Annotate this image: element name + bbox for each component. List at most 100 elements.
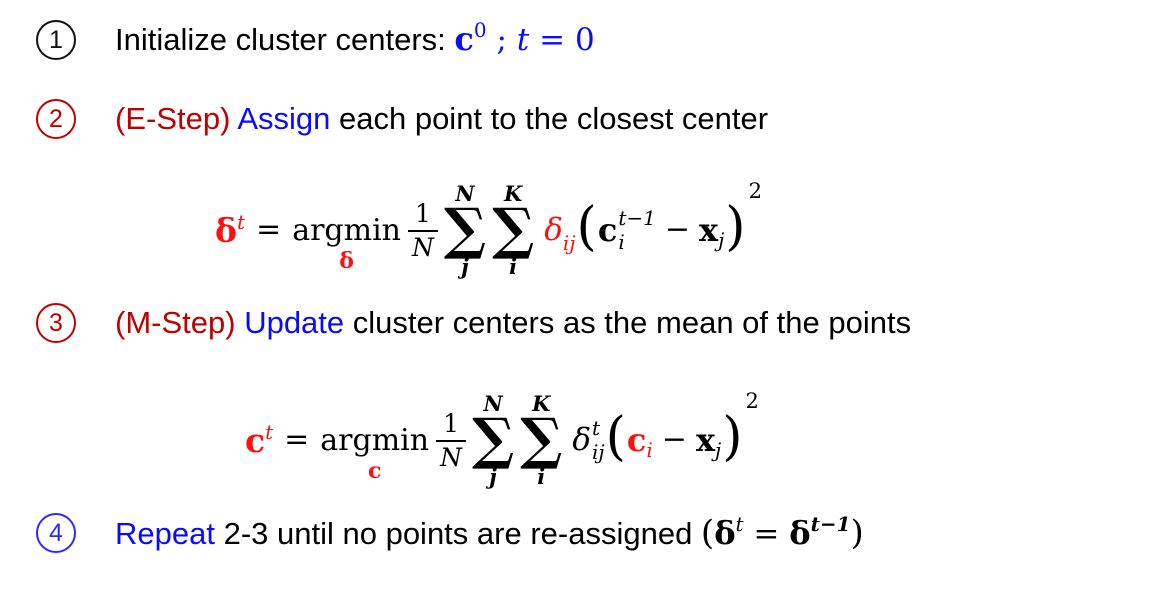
step-3-number: 3 — [49, 308, 63, 337]
initial-center-symbol: c — [454, 20, 474, 59]
f2-lhs-symbol: c — [245, 420, 266, 460]
step-2-number: 2 — [49, 104, 63, 133]
step-4-badge: 4 — [36, 513, 76, 554]
f1-sum2-index: i — [509, 253, 518, 279]
semicolon: ; — [486, 22, 517, 59]
f2-sum2-index: i — [537, 463, 546, 489]
f2-lhs: ct — [245, 420, 273, 460]
f1-assignment-term: δij — [544, 211, 575, 253]
step-4-text: Repeat 2-3 until no points are re-assign… — [115, 512, 864, 554]
f2-sum-over-points: N∑j — [472, 393, 514, 487]
assign-word: Assign — [237, 101, 331, 137]
e-step-label: (E-Step) — [115, 101, 238, 137]
f1-delta-subscript: ij — [562, 230, 576, 255]
f1-lhs-symbol: δ — [215, 210, 238, 250]
f1-center-symbol: c — [597, 211, 618, 249]
step-1: 1 Initialize cluster centers: c0 ; t = 0 — [36, 18, 595, 60]
f2-minus-sign: − — [661, 422, 687, 457]
f1-sum-over-points: N∑j — [444, 183, 486, 277]
f1-paren-close: ) — [725, 197, 746, 257]
step-1-text: Initialize cluster centers: c0 ; t = 0 — [115, 18, 595, 59]
f1-paren-open: ( — [576, 197, 597, 257]
f2-sum1-upper-limit: N — [483, 391, 503, 417]
f2-center-symbol: c — [626, 421, 647, 459]
f1-fraction-numerator: 1 — [408, 201, 438, 232]
f2-argmin-subscript: c — [367, 458, 382, 484]
f2-lhs-exponent: t — [265, 419, 274, 444]
f2-point-index: j — [715, 438, 722, 462]
step-3-badge: 3 — [36, 303, 76, 343]
step-2-rest: each point to the closest center — [330, 101, 769, 137]
f2-sum-over-clusters: K∑i — [520, 393, 562, 487]
f1-argmin-subscript: δ — [339, 248, 354, 274]
f2-equals-sign: = — [284, 422, 310, 457]
f2-point-symbol: x — [695, 421, 716, 459]
convergence-paren-close: ) — [850, 513, 864, 553]
f2-paren-open: ( — [605, 407, 626, 467]
f1-point-index: j — [718, 228, 725, 252]
convergence-delta-prev-exponent: t−1 — [810, 512, 851, 536]
f2-assignment-term: δ — [572, 424, 591, 456]
time-init-value: = 0 — [529, 22, 595, 59]
f2-sigma-symbol-2: ∑ — [520, 406, 563, 473]
f2-delta-subscript: ij — [592, 440, 605, 464]
step-2-text: (E-Step) Assign each point to the closes… — [115, 100, 768, 137]
convergence-delta-t: δ — [714, 514, 736, 552]
update-word: Update — [244, 305, 345, 341]
step-3-text: (M-Step) Update cluster centers as the m… — [115, 304, 911, 341]
f2-squared-exponent: 2 — [745, 389, 759, 413]
f1-sum-over-clusters: K∑i — [492, 183, 534, 277]
f1-argmin-word: argmin — [292, 213, 401, 248]
f2-sigma-symbol-1: ∑ — [471, 406, 515, 473]
step-1-badge: 1 — [36, 20, 76, 60]
f2-delta-exponent: t — [592, 416, 601, 440]
f1-equals-sign: = — [256, 212, 282, 247]
f1-minus-sign: − — [664, 212, 690, 247]
time-variable: t — [516, 22, 530, 59]
convergence-delta-prev: δ — [789, 514, 811, 552]
step-2: 2 (E-Step) Assign each point to the clos… — [36, 99, 768, 139]
initial-center-exponent: 0 — [473, 18, 487, 43]
f1-sum1-upper-limit: N — [455, 181, 475, 207]
step-4-number: 4 — [49, 518, 63, 547]
repeat-word: Repeat — [115, 516, 215, 551]
step-1-number: 1 — [49, 25, 63, 54]
f1-sigma-symbol-2: ∑ — [492, 196, 535, 263]
f2-fraction-denominator: N — [440, 442, 462, 472]
f1-fraction-denominator: N — [412, 232, 434, 262]
f2-paren-close: ) — [722, 407, 743, 467]
convergence-delta-t-exponent: t — [735, 512, 744, 536]
f2-argmin-word: argmin — [320, 423, 430, 458]
step-4-rest: 2-3 until no points are re-assigned — [214, 516, 701, 551]
step-3-rest: cluster centers as the mean of the point… — [344, 305, 912, 341]
f1-center-exponent: t−1 — [618, 206, 656, 230]
f1-lhs: δt — [215, 210, 245, 250]
f1-sigma-symbol-1: ∑ — [443, 196, 487, 263]
f1-sum2-upper-limit: K — [504, 181, 523, 207]
convergence-equals: = — [743, 516, 790, 552]
f1-sum1-index: j — [461, 253, 469, 279]
f1-point-symbol: x — [698, 211, 719, 249]
f1-delta: δ — [544, 211, 563, 248]
f1-lhs-exponent: t — [237, 209, 246, 234]
f2-center-index: i — [646, 438, 653, 462]
f1-squared-exponent: 2 — [748, 179, 762, 203]
step-3: 3 (M-Step) Update cluster centers as the… — [36, 303, 911, 343]
step-4: 4 Repeat 2-3 until no points are re-assi… — [36, 512, 864, 554]
convergence-paren-open: ( — [700, 513, 715, 553]
m-step-label: (M-Step) — [115, 305, 245, 341]
f2-sum1-index: j — [489, 463, 497, 489]
f2-sum2-upper-limit: K — [532, 391, 551, 417]
f1-center-index: i — [618, 230, 625, 254]
f2-fraction-numerator: 1 — [436, 411, 466, 442]
